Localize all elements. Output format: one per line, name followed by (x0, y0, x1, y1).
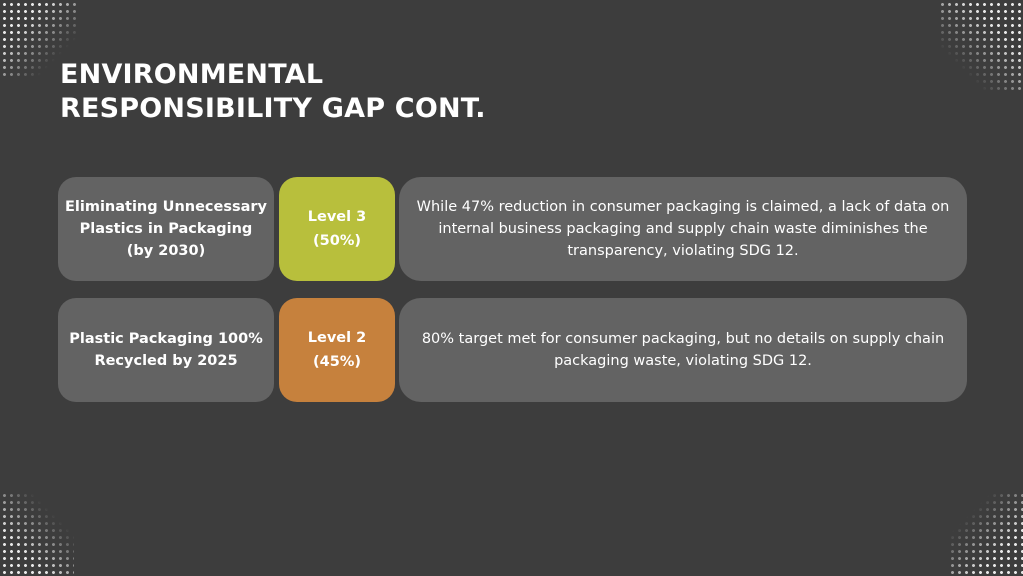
goal-card: Plastic Packaging 100% Recycled by 2025 (58, 298, 274, 402)
level-percent: (50%) (313, 233, 361, 249)
slide-title-line-1: ENVIRONMENTAL (60, 59, 324, 90)
dot-pattern-decoration (0, 0, 80, 78)
goal-text: Plastic Packaging 100% Recycled by 2025 (69, 328, 263, 372)
level-badge: Level 3 (50%) (279, 177, 395, 281)
level-label: Level 2 (307, 330, 367, 346)
slide-title: ENVIRONMENTAL RESPONSIBILITY GAP CONT. (60, 58, 486, 126)
description-text: While 47% reduction in consumer packagin… (416, 199, 950, 259)
dot-pattern-decoration (939, 0, 1023, 94)
description-text: 80% target met for consumer packaging, b… (421, 331, 945, 369)
goal-text-line: Recycled by 2025 (94, 353, 238, 369)
level-label: Level 3 (307, 209, 367, 225)
description-card: While 47% reduction in consumer packagin… (399, 177, 967, 281)
dot-pattern-decoration (949, 492, 1023, 576)
goal-card: Eliminating Unnecessary Plastics in Pack… (58, 177, 274, 281)
description-card: 80% target met for consumer packaging, b… (399, 298, 967, 402)
level-percent: (45%) (313, 354, 361, 370)
goal-text-line: Eliminating Unnecessary (64, 199, 268, 215)
goal-text: Eliminating Unnecessary Plastics in Pack… (65, 196, 267, 262)
goal-text-line: Plastics in Packaging (79, 221, 253, 237)
level-badge: Level 2 (45%) (279, 298, 395, 402)
dot-pattern-decoration (0, 492, 74, 576)
goal-text-line: Plastic Packaging 100% (69, 331, 263, 347)
slide-title-line-2: RESPONSIBILITY GAP CONT. (60, 93, 486, 124)
goal-text-line: (by 2030) (126, 243, 206, 259)
